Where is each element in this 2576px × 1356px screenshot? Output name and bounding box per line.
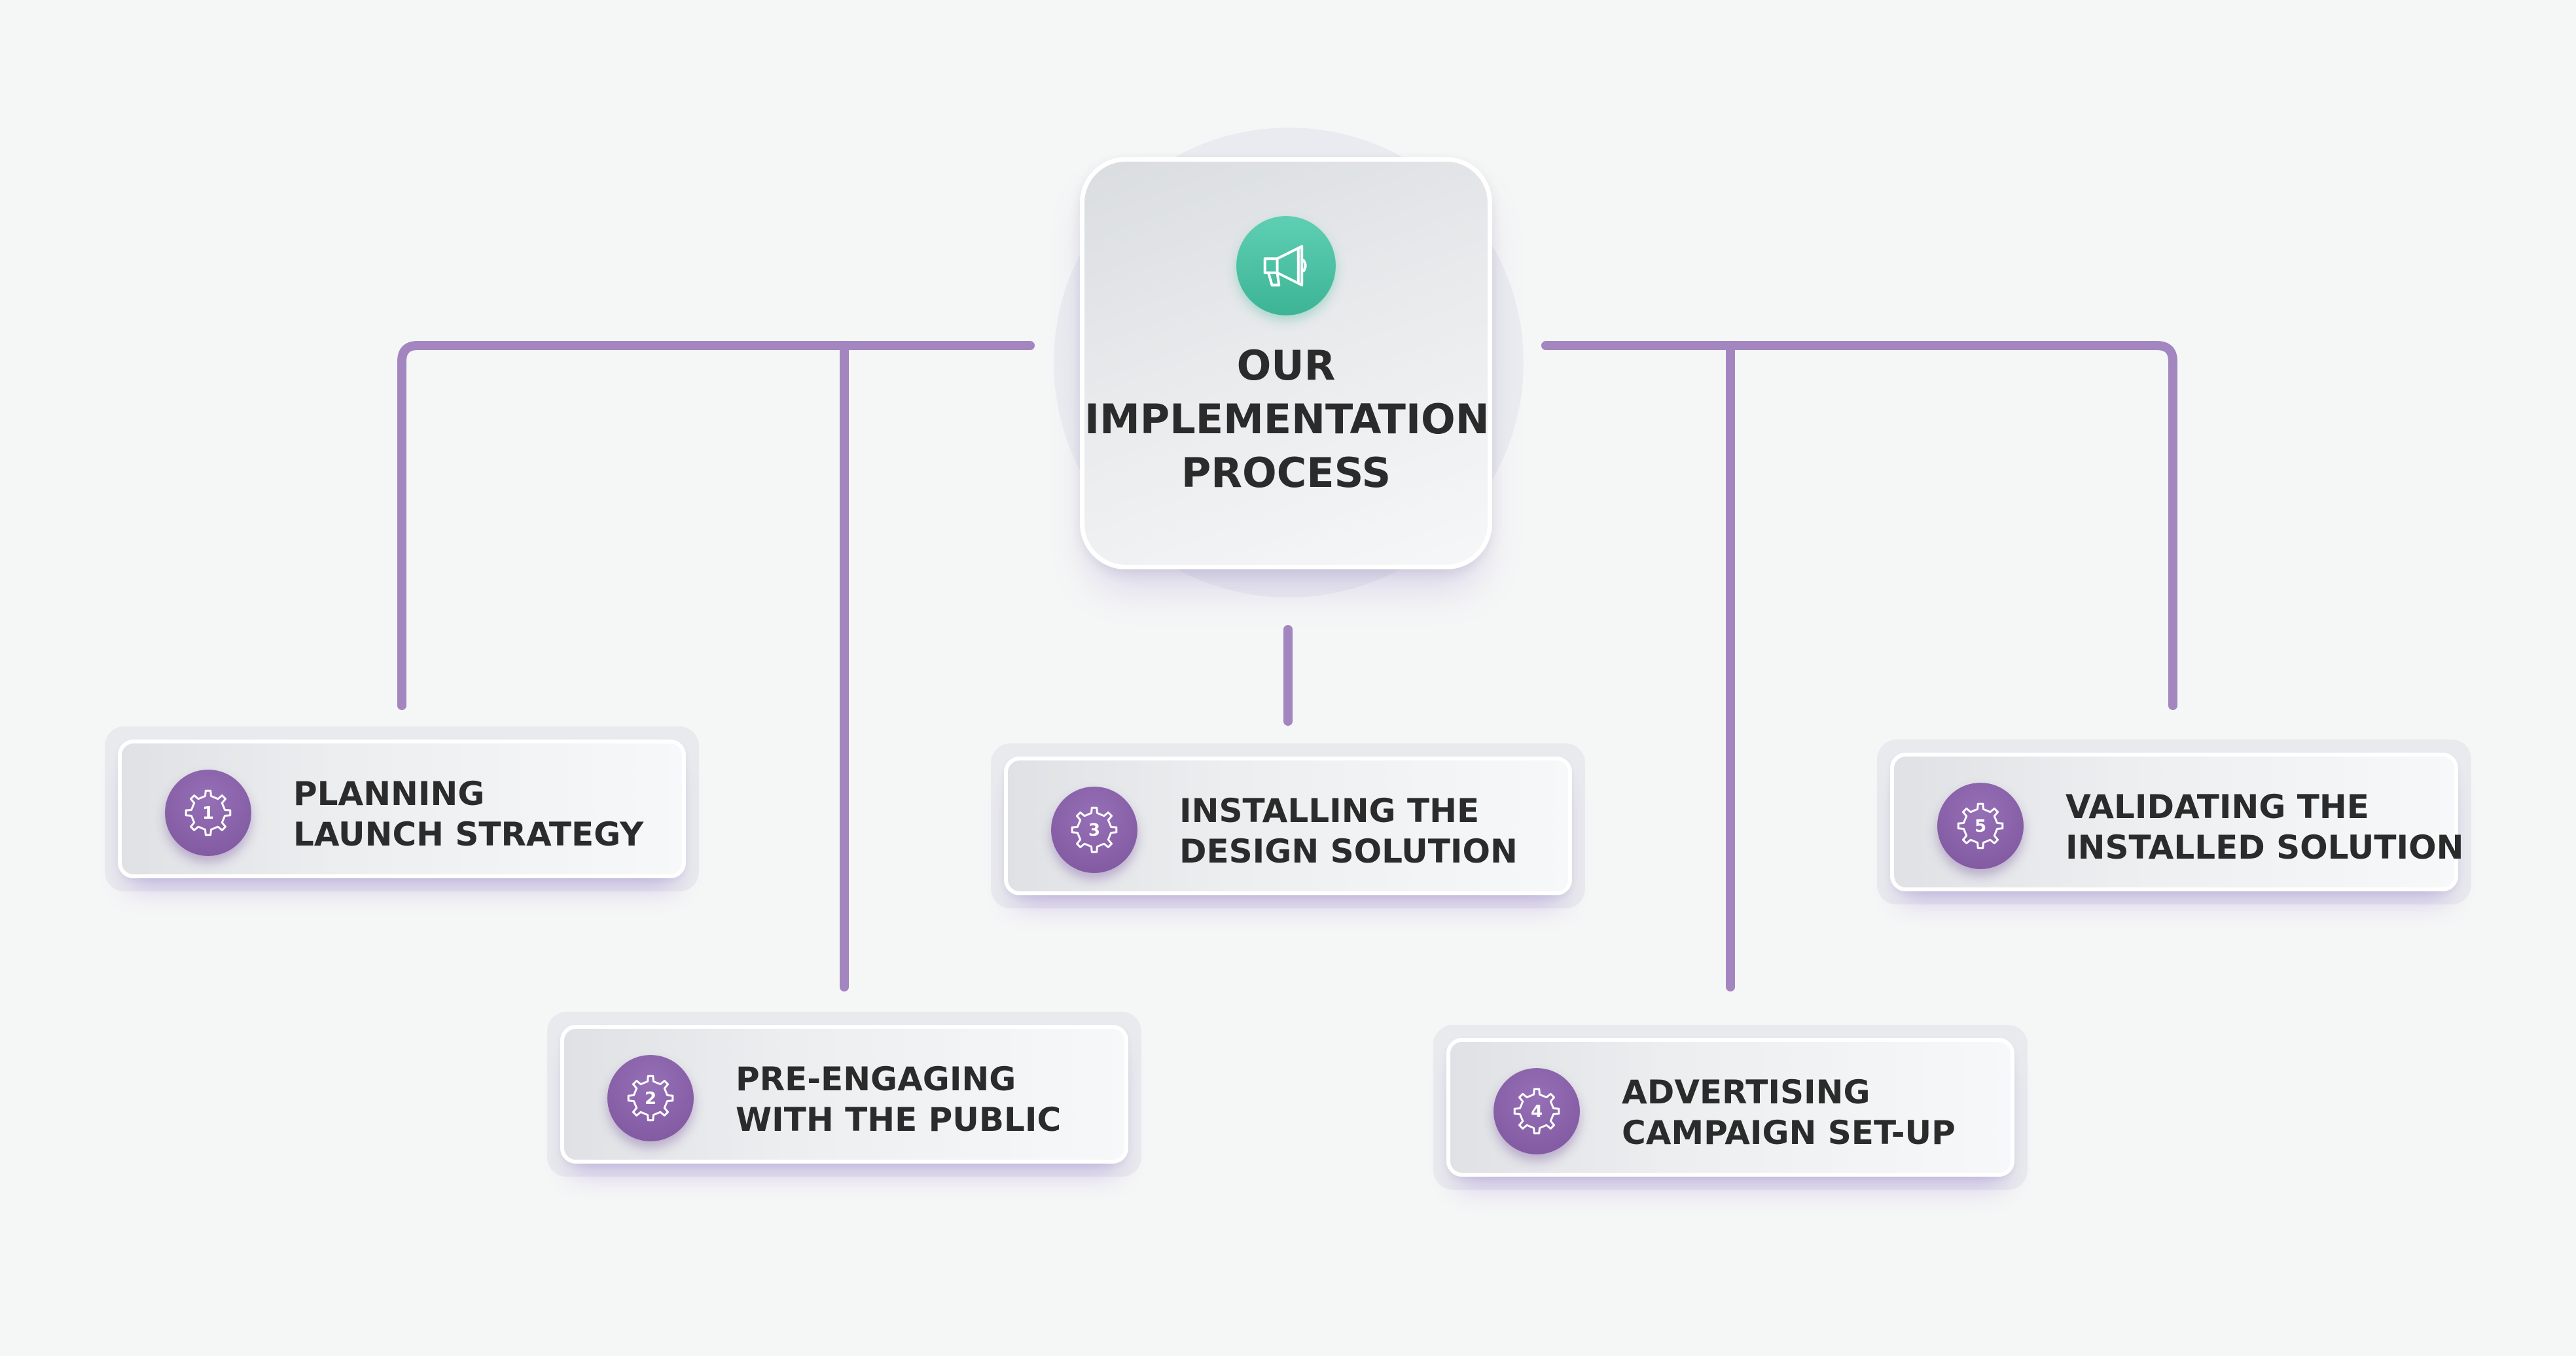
- step-3-label: INSTALLING THE DESIGN SOLUTION: [1179, 791, 1518, 872]
- step-3-badge: 3: [1051, 787, 1137, 873]
- step-5-card: 5 VALIDATING THE INSTALLED SOLUTION: [1890, 753, 2463, 891]
- title-line-3: PROCESS: [1181, 449, 1391, 497]
- step-1-line-1: PLANNING: [293, 775, 485, 813]
- step-1-label: PLANNING LAUNCH STRATEGY: [293, 774, 643, 855]
- step-2-number: 2: [645, 1089, 656, 1109]
- step-2-frame: 2 PRE-ENGAGING WITH THE PUBLIC: [547, 1012, 1141, 1177]
- megaphone-icon: [1263, 245, 1307, 287]
- step-4-line-1: ADVERTISING: [1622, 1073, 1870, 1111]
- step-2-card: 2 PRE-ENGAGING WITH THE PUBLIC: [560, 1025, 1128, 1164]
- step-4-number: 4: [1531, 1102, 1543, 1122]
- step-3-line-1: INSTALLING THE: [1179, 792, 1480, 830]
- step-1-line-2: LAUNCH STRATEGY: [293, 815, 644, 853]
- step-4-label: ADVERTISING CAMPAIGN SET-UP: [1622, 1072, 1956, 1153]
- title-line-2: IMPLEMENTATION: [1084, 395, 1490, 443]
- step-2-badge: 2: [607, 1055, 694, 1141]
- step-3-line-2: DESIGN SOLUTION: [1179, 832, 1518, 870]
- step-5-line-1: VALIDATING THE: [2066, 788, 2369, 826]
- gear-icon: 5: [1957, 802, 2004, 849]
- step-4-card: 4 ADVERTISING CAMPAIGN SET-UP: [1446, 1038, 2014, 1177]
- connector-left-trunk: [397, 341, 1035, 710]
- step-3-number: 3: [1088, 821, 1100, 840]
- step-1-number: 1: [202, 804, 214, 823]
- step-2-label: PRE-ENGAGING WITH THE PUBLIC: [736, 1059, 1061, 1140]
- step-5-frame: 5 VALIDATING THE INSTALLED SOLUTION: [1877, 740, 2471, 904]
- step-4-frame: 4 ADVERTISING CAMPAIGN SET-UP: [1433, 1025, 2028, 1190]
- step-5-badge: 5: [1937, 783, 2024, 869]
- connector-right-trunk: [1541, 341, 2177, 710]
- megaphone-badge: [1236, 216, 1336, 315]
- gear-icon: 3: [1071, 806, 1118, 853]
- step-3-card: 3 INSTALLING THE DESIGN SOLUTION: [1004, 757, 1572, 895]
- diagram-title: OUR IMPLEMENTATION PROCESS: [1084, 339, 1490, 500]
- step-5-number: 5: [1975, 817, 1986, 836]
- center-title-card: OUR IMPLEMENTATION PROCESS: [1080, 157, 1492, 569]
- gear-icon: 4: [1513, 1088, 1560, 1135]
- step-1-frame: 1 PLANNING LAUNCH STRATEGY: [105, 726, 699, 891]
- step-5-line-2: INSTALLED SOLUTION: [2066, 829, 2464, 866]
- gear-icon: 1: [185, 789, 232, 836]
- step-2-line-1: PRE-ENGAGING: [736, 1060, 1016, 1098]
- gear-icon: 2: [627, 1075, 674, 1122]
- step-4-badge: 4: [1494, 1068, 1580, 1154]
- step-3-frame: 3 INSTALLING THE DESIGN SOLUTION: [991, 743, 1585, 908]
- step-1-card: 1 PLANNING LAUNCH STRATEGY: [118, 740, 686, 878]
- title-line-1: OUR: [1236, 342, 1336, 389]
- step-2-line-2: WITH THE PUBLIC: [736, 1101, 1062, 1139]
- step-5-label: VALIDATING THE INSTALLED SOLUTION: [2066, 787, 2463, 868]
- step-1-badge: 1: [165, 770, 251, 856]
- step-4-line-2: CAMPAIGN SET-UP: [1622, 1114, 1956, 1152]
